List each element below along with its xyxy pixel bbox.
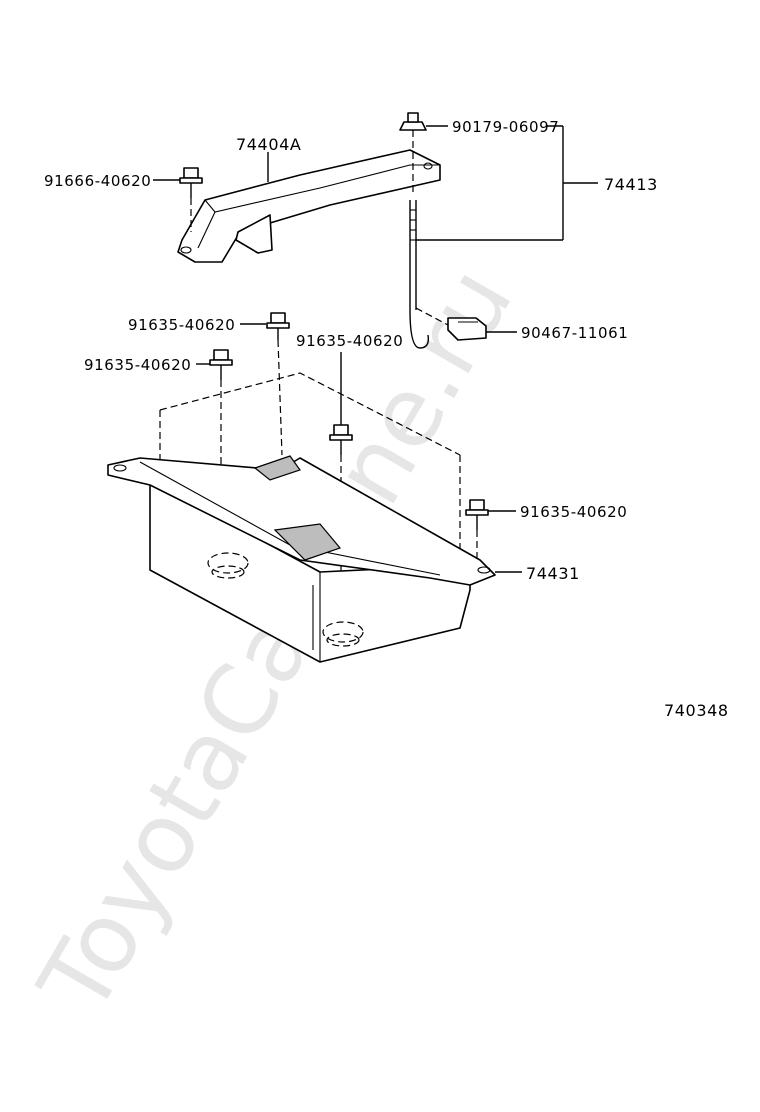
label-tray-bolt-c: 91635-40620	[296, 332, 403, 350]
diagram-id: 740348	[664, 701, 729, 720]
tray-bolt-d	[465, 499, 516, 560]
holder-assy-leader	[416, 125, 598, 241]
holder-nut	[399, 112, 427, 195]
label-battery-tray: 74431	[526, 564, 580, 583]
label-bracket-bolt: 91666-40620	[44, 172, 151, 190]
battery-tray	[107, 372, 522, 663]
rod-clamp	[447, 317, 517, 341]
label-rod-clamp: 90467-11061	[521, 324, 628, 342]
bracket-bolt	[179, 167, 203, 232]
tray-bolt-a	[240, 312, 290, 456]
label-tray-bolt-b: 91635-40620	[84, 356, 191, 374]
label-tray-bolt-a: 91635-40620	[128, 316, 235, 334]
battery-hold-down-bracket	[177, 149, 441, 263]
label-bracket: 74404A	[236, 135, 301, 154]
label-tray-bolt-d: 91635-40620	[520, 503, 627, 521]
battery-hold-down-rod	[409, 200, 449, 349]
label-holder-assy: 74413	[604, 175, 658, 194]
label-holder-nut: 90179-06097	[452, 118, 559, 136]
